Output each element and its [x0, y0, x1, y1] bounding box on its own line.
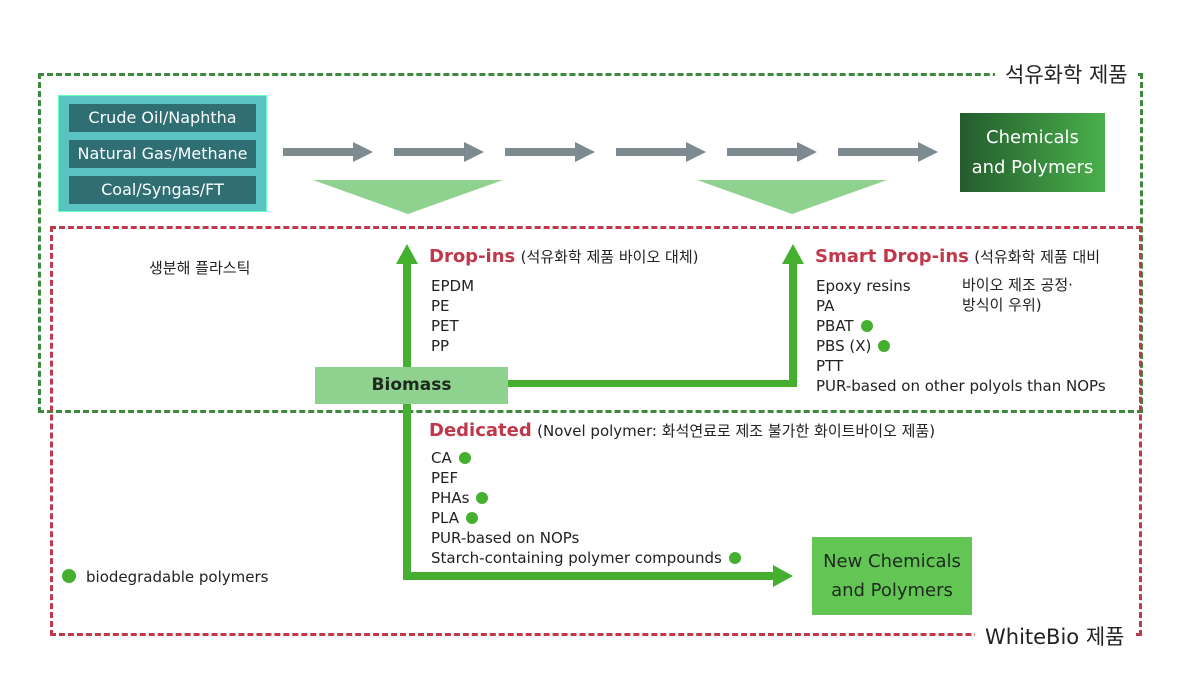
smart-dropins-list: Epoxy resins PA PBAT PBS (X) PTT PUR-bas…: [816, 276, 1106, 396]
source-natural-gas: Natural Gas/Methane: [69, 140, 256, 168]
list-item: PA: [816, 297, 835, 315]
dedicated-list: CA PEF PHAs PLA PUR-based on NOPs Starch…: [431, 448, 741, 568]
source-crude-oil: Crude Oil/Naphtha: [69, 104, 256, 132]
whitebio-frame-label: WhiteBio 제품: [975, 621, 1135, 651]
process-arrow-icon: [283, 142, 373, 162]
dedicated-title: Dedicated: [429, 420, 532, 441]
process-arrow-icon: [505, 142, 595, 162]
smart-dropins-header: Smart Drop-ins (석유화학 제품 대비: [815, 246, 1100, 267]
list-item: CA: [431, 448, 741, 468]
list-item: PBAT: [816, 316, 1106, 336]
dedicated-horizontal-line: [403, 572, 775, 580]
list-item: PLA: [431, 508, 741, 528]
smart-dropins-funnel-icon: [697, 180, 887, 214]
smart-dropins-note-line3: 방식이 우위): [962, 296, 1042, 314]
biodegradable-dot-icon: [878, 340, 891, 352]
smart-dropins-note-line1: (석유화학 제품 대비: [974, 248, 1101, 266]
list-item: PHAs: [431, 488, 741, 508]
biodegradable-plastics-label: 생분해 플라스틱: [149, 259, 251, 277]
new-chemicals-and-polymers-box: New Chemicals and Polymers: [812, 537, 972, 615]
list-item: EPDM: [431, 277, 475, 295]
list-item: Starch-containing polymer compounds: [431, 548, 741, 568]
list-item: PTT: [816, 357, 844, 375]
process-arrow-icon: [616, 142, 706, 162]
source-coal: Coal/Syngas/FT: [69, 176, 256, 204]
legend-label: biodegradable polymers: [86, 568, 269, 586]
arrow-up-icon: [782, 244, 804, 264]
list-item: PEF: [431, 469, 459, 487]
dropins-note: (석유화학 제품 바이오 대체): [520, 248, 699, 266]
biodegradable-dot-icon: [476, 492, 489, 504]
biomass-box: Biomass: [315, 367, 508, 404]
dedicated-header: Dedicated (Novel polymer: 화석연료로 제조 불가한 화…: [429, 420, 935, 441]
new-chemicals-line1: New Chemicals: [823, 551, 961, 572]
new-chemicals-line2: and Polymers: [831, 580, 953, 601]
list-item: PP: [431, 337, 450, 355]
biomass-vertical-line: [403, 262, 411, 574]
biodegradable-dot-icon: [860, 320, 873, 332]
biomass-to-smart-line: [505, 380, 797, 387]
dropins-funnel-icon: [313, 180, 503, 214]
list-item: PE: [431, 297, 450, 315]
arrow-right-icon: [773, 565, 793, 587]
biodegradable-dot-icon: [466, 512, 479, 524]
legend-dot-icon: [62, 569, 76, 583]
dropins-list: EPDM PE PET PP: [431, 276, 474, 356]
biodegradable-dot-icon: [728, 552, 741, 564]
chemicals-line2: and Polymers: [971, 156, 1094, 178]
process-arrow-icon: [394, 142, 484, 162]
petrochemical-frame-label: 석유화학 제품: [995, 59, 1138, 89]
process-arrow-icon: [838, 142, 938, 162]
chemicals-line1: Chemicals: [986, 126, 1079, 148]
chemicals-and-polymers-box: Chemicals and Polymers: [960, 113, 1105, 192]
smart-dropins-note-line2: 바이오 제조 공정·: [962, 276, 1073, 294]
biodegradable-dot-icon: [458, 452, 471, 464]
list-item: PUR-based on other polyols than NOPs: [816, 377, 1106, 395]
list-item: PET: [431, 317, 459, 335]
whitebio-products-frame: [50, 226, 1142, 636]
list-item: Epoxy resins: [816, 277, 911, 295]
list-item: PBS (X): [816, 336, 1106, 356]
dedicated-note: (Novel polymer: 화석연료로 제조 불가한 화이트바이오 제품): [537, 422, 936, 440]
dropins-title: Drop-ins: [429, 246, 516, 267]
fossil-sources-panel: Crude Oil/Naphtha Natural Gas/Methane Co…: [58, 95, 267, 212]
smart-dropins-title: Smart Drop-ins: [815, 246, 969, 267]
dropins-header: Drop-ins (석유화학 제품 바이오 대체): [429, 246, 698, 267]
smart-vertical-line: [789, 262, 797, 387]
arrow-up-icon: [396, 244, 418, 264]
process-arrow-icon: [727, 142, 817, 162]
list-item: PUR-based on NOPs: [431, 529, 580, 547]
